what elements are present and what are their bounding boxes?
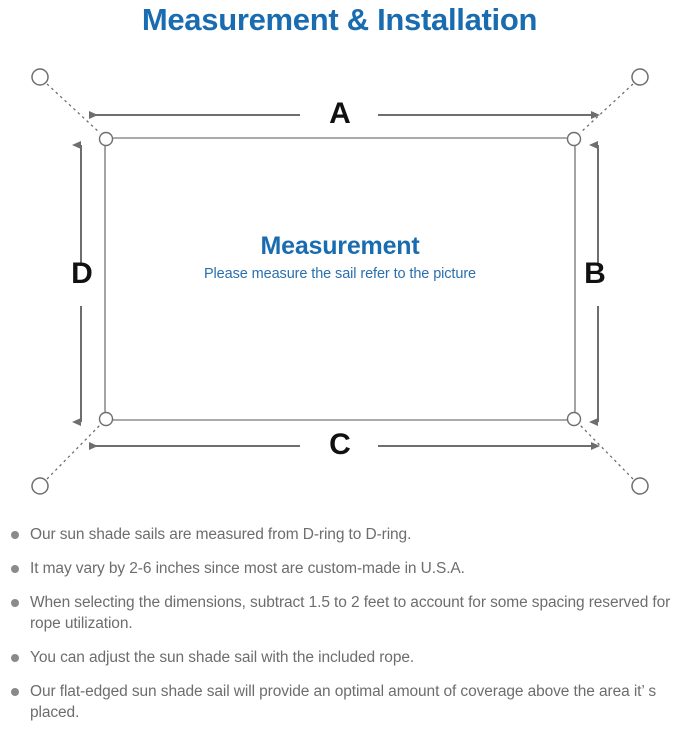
anchor-point-bottom-left [31,477,49,495]
list-item: It may vary by 2-6 inches since most are… [0,558,679,579]
d-ring-bottom-right [566,411,582,427]
measurement-caption-heading: Measurement [260,232,420,260]
d-ring-top-left [98,131,114,147]
notes-list: Our sun shade sails are measured from D-… [0,524,679,736]
dimension-label-b: B [584,257,606,290]
list-item-text: You can adjust the sun shade sail with t… [30,649,415,666]
bullet-icon [11,531,19,539]
list-item: When selecting the dimensions, subtract … [0,592,679,634]
d-ring-bottom-left [98,411,114,427]
diagram-svg [31,68,649,495]
measurement-caption: Measurement Please measure the sail refe… [105,229,575,285]
bullet-icon [11,688,19,696]
sun-shade-sail-measurement-diagram: A B C D Measurement Please measure the s… [0,44,679,514]
dimension-label-a: A [329,97,351,130]
list-item: You can adjust the sun shade sail with t… [0,647,679,668]
list-item: Our sun shade sails are measured from D-… [0,524,679,545]
anchor-point-bottom-right [631,477,649,495]
list-item-text: It may vary by 2-6 inches since most are… [30,560,465,577]
bullet-icon [11,599,19,607]
dimension-label-c: C [329,428,351,461]
rope-bottom-left [46,424,101,480]
rope-bottom-right [579,424,634,480]
list-item: Our flat-edged sun shade sail will provi… [0,681,679,723]
sail-outline [104,137,576,421]
list-item-text: Our sun shade sails are measured from D-… [30,526,412,543]
dimension-label-d: D [71,257,93,290]
anchor-point-top-left [31,68,49,86]
measurement-caption-subheading: Please measure the sail refer to the pic… [203,266,477,282]
rope-top-left [46,83,101,134]
bullet-icon [11,654,19,662]
rope-top-right [579,83,634,134]
d-ring-top-right [566,131,582,147]
list-item-text: Our flat-edged sun shade sail will provi… [30,683,656,721]
list-item-text: When selecting the dimensions, subtract … [30,594,671,632]
page-title: Measurement & Installation [141,2,538,37]
anchor-point-top-right [631,68,649,86]
bullet-icon [11,565,19,573]
